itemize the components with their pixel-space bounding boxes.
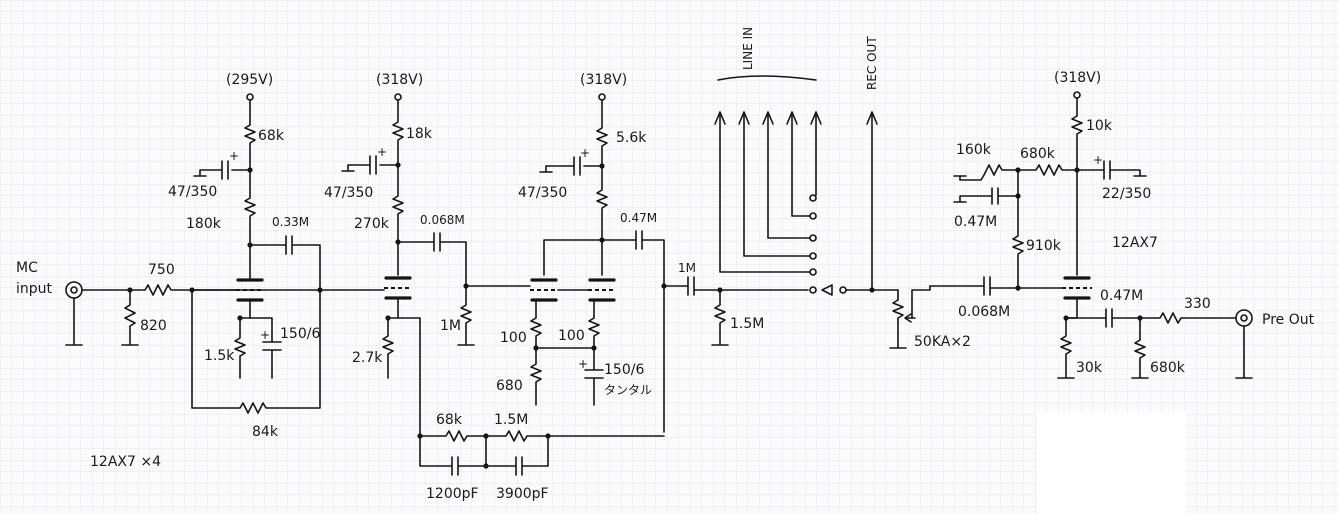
line-r-160k-label: 160k <box>956 142 992 158</box>
selector-section: 1M 1.5M LINE IN REC OUT 50KA×2 <box>663 27 971 350</box>
middle-coupling-label: 1M <box>678 261 696 275</box>
svg-text:+: + <box>580 146 590 160</box>
volume-label: 50KA×2 <box>914 334 971 350</box>
svg-text:+: + <box>578 357 588 371</box>
stage2-coupling-label: 0.068M <box>420 213 465 227</box>
feedback-c2-label: 3900pF <box>496 486 549 502</box>
stage3-coupling-label: 0.47M <box>620 211 657 225</box>
input-section: MC input 750 820 <box>16 260 321 346</box>
blank-patch <box>1036 412 1186 514</box>
stage1-cathode-r-label: 1.5k <box>204 348 235 364</box>
line-cathode-r-label: 30k <box>1076 360 1103 376</box>
stage1-cathode-c-label: 150/6 <box>280 326 320 342</box>
feedback-network: 68k 1.5M 1200pF 3900pF <box>417 412 665 502</box>
stage3: (318V) 5.6k + 47/350 0.47M 100 100 680 +… <box>465 72 667 433</box>
rec-out-label: REC OUT <box>865 36 879 90</box>
svg-text:+: + <box>229 149 239 163</box>
stage3-supply-label: (318V) <box>580 72 627 88</box>
stage1: (295V) 68k + 47/350 180k 0.33M + 1.5k 15… <box>168 72 323 440</box>
stage2-supply-label: (318V) <box>376 72 423 88</box>
stage1-coupling-label: 0.33M <box>272 215 309 229</box>
input-label-input: input <box>16 281 53 297</box>
svg-text:+: + <box>260 328 270 342</box>
stage3-decouple-label: 47/350 <box>518 185 567 201</box>
input-shunt-r-label: 820 <box>140 318 167 334</box>
line-in-label: LINE IN <box>741 27 755 70</box>
feedback-r2-label: 1.5M <box>494 412 528 428</box>
stage3-cathode-r-b-label: 100 <box>558 328 585 344</box>
stage1-decouple-label: 47/350 <box>168 184 217 200</box>
tube-note-label: 12AX7 ×4 <box>90 454 161 470</box>
svg-text:+: + <box>377 145 387 159</box>
line-r-10k-label: 10k <box>1086 118 1113 134</box>
stage2-grid-r-label: 1M <box>440 318 461 334</box>
stage2-plate-r-label: 18k <box>406 126 433 142</box>
line-r-680k-label: 680k <box>1020 146 1056 162</box>
input-label-mc: MC <box>16 260 38 276</box>
line-stage: (318V) 10k + 22/350 680k 160k 0.47M 910k… <box>929 70 1315 379</box>
stage2-plate-load-label: 270k <box>354 216 390 232</box>
input-series-r-label: 750 <box>148 262 175 278</box>
stage2-cathode-r-label: 2.7k <box>352 350 383 366</box>
line-r-910k-label: 910k <box>1026 238 1062 254</box>
line-out-r-label: 330 <box>1184 296 1211 312</box>
stage3-cathode-c-note: タンタル <box>604 383 652 397</box>
line-c-047-label: 0.47M <box>954 214 997 230</box>
stage2: (318V) 18k + 47/350 270k 0.068M 1M 2.7k <box>319 72 475 437</box>
feedback-c1-label: 1200pF <box>426 486 479 502</box>
line-output-c-label: 0.47M <box>1100 288 1143 304</box>
stage1-supply-label: (295V) <box>226 72 273 88</box>
stage3-plate-r-label: 5.6k <box>616 130 647 146</box>
line-supply-label: (318V) <box>1054 70 1101 86</box>
middle-shunt-r-label: 1.5M <box>730 316 764 332</box>
stage3-cathode-r-common-label: 680 <box>496 378 523 394</box>
stage1-plate-r-label: 68k <box>258 128 285 144</box>
pre-out-label: Pre Out <box>1262 312 1315 328</box>
line-shunt-r-label: 680k <box>1150 360 1186 376</box>
stage3-cathode-r-a-label: 100 <box>500 330 527 346</box>
line-input-c-label: 0.068M <box>958 304 1010 320</box>
feedback-r1-label: 68k <box>436 412 463 428</box>
stage1-feedback-r-label: 84k <box>252 424 279 440</box>
stage3-cathode-c-label: 150/6 <box>604 362 644 378</box>
line-tube-label: 12AX7 <box>1112 235 1158 251</box>
svg-text:+: + <box>1093 153 1103 167</box>
stage2-decouple-label: 47/350 <box>324 185 373 201</box>
stage1-plate-load-label: 180k <box>186 216 222 232</box>
line-c-22-label: 22/350 <box>1102 186 1151 202</box>
